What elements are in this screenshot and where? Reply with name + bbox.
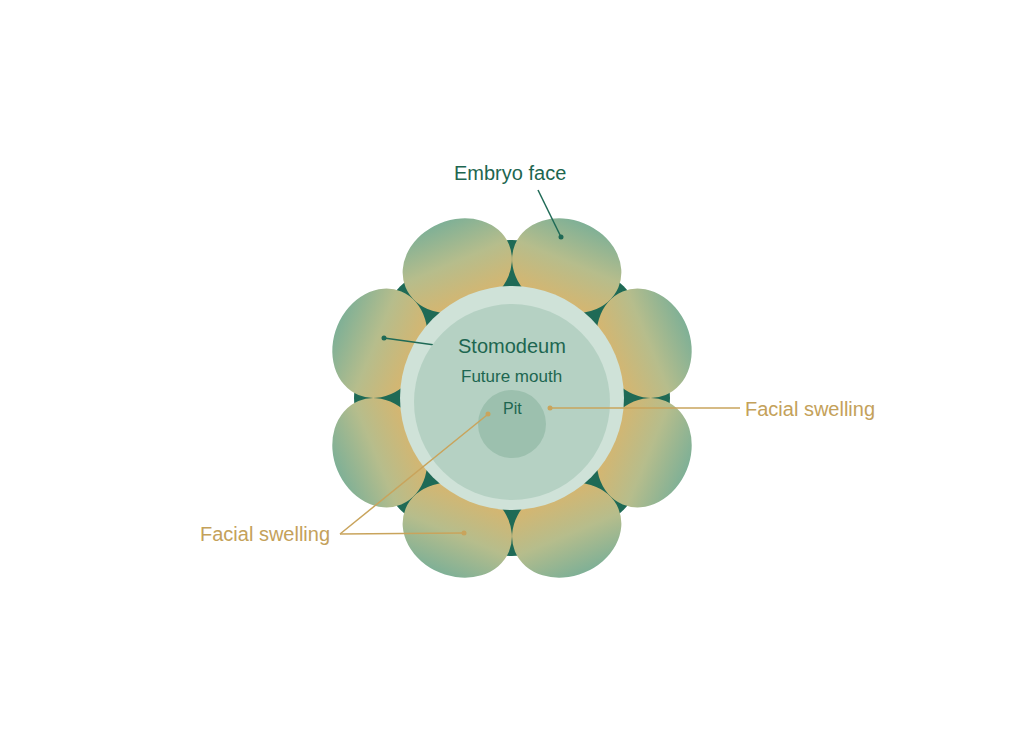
face-ground xyxy=(354,240,670,556)
stomodeum-circle: StomodeumFuture mouthPit xyxy=(414,304,610,500)
facial-swellings xyxy=(316,202,708,594)
node-text: Future mouth xyxy=(461,367,562,387)
pit-circle: Pit xyxy=(478,390,546,458)
swelling-label: Facial swelling xyxy=(745,397,875,421)
node-text: Stomodeum xyxy=(458,334,566,358)
node-text: Pit xyxy=(503,399,522,418)
title-label: Embryo face xyxy=(454,161,566,185)
stomodeum-rim xyxy=(400,286,624,510)
swelling-label: Facial swelling xyxy=(200,522,330,546)
